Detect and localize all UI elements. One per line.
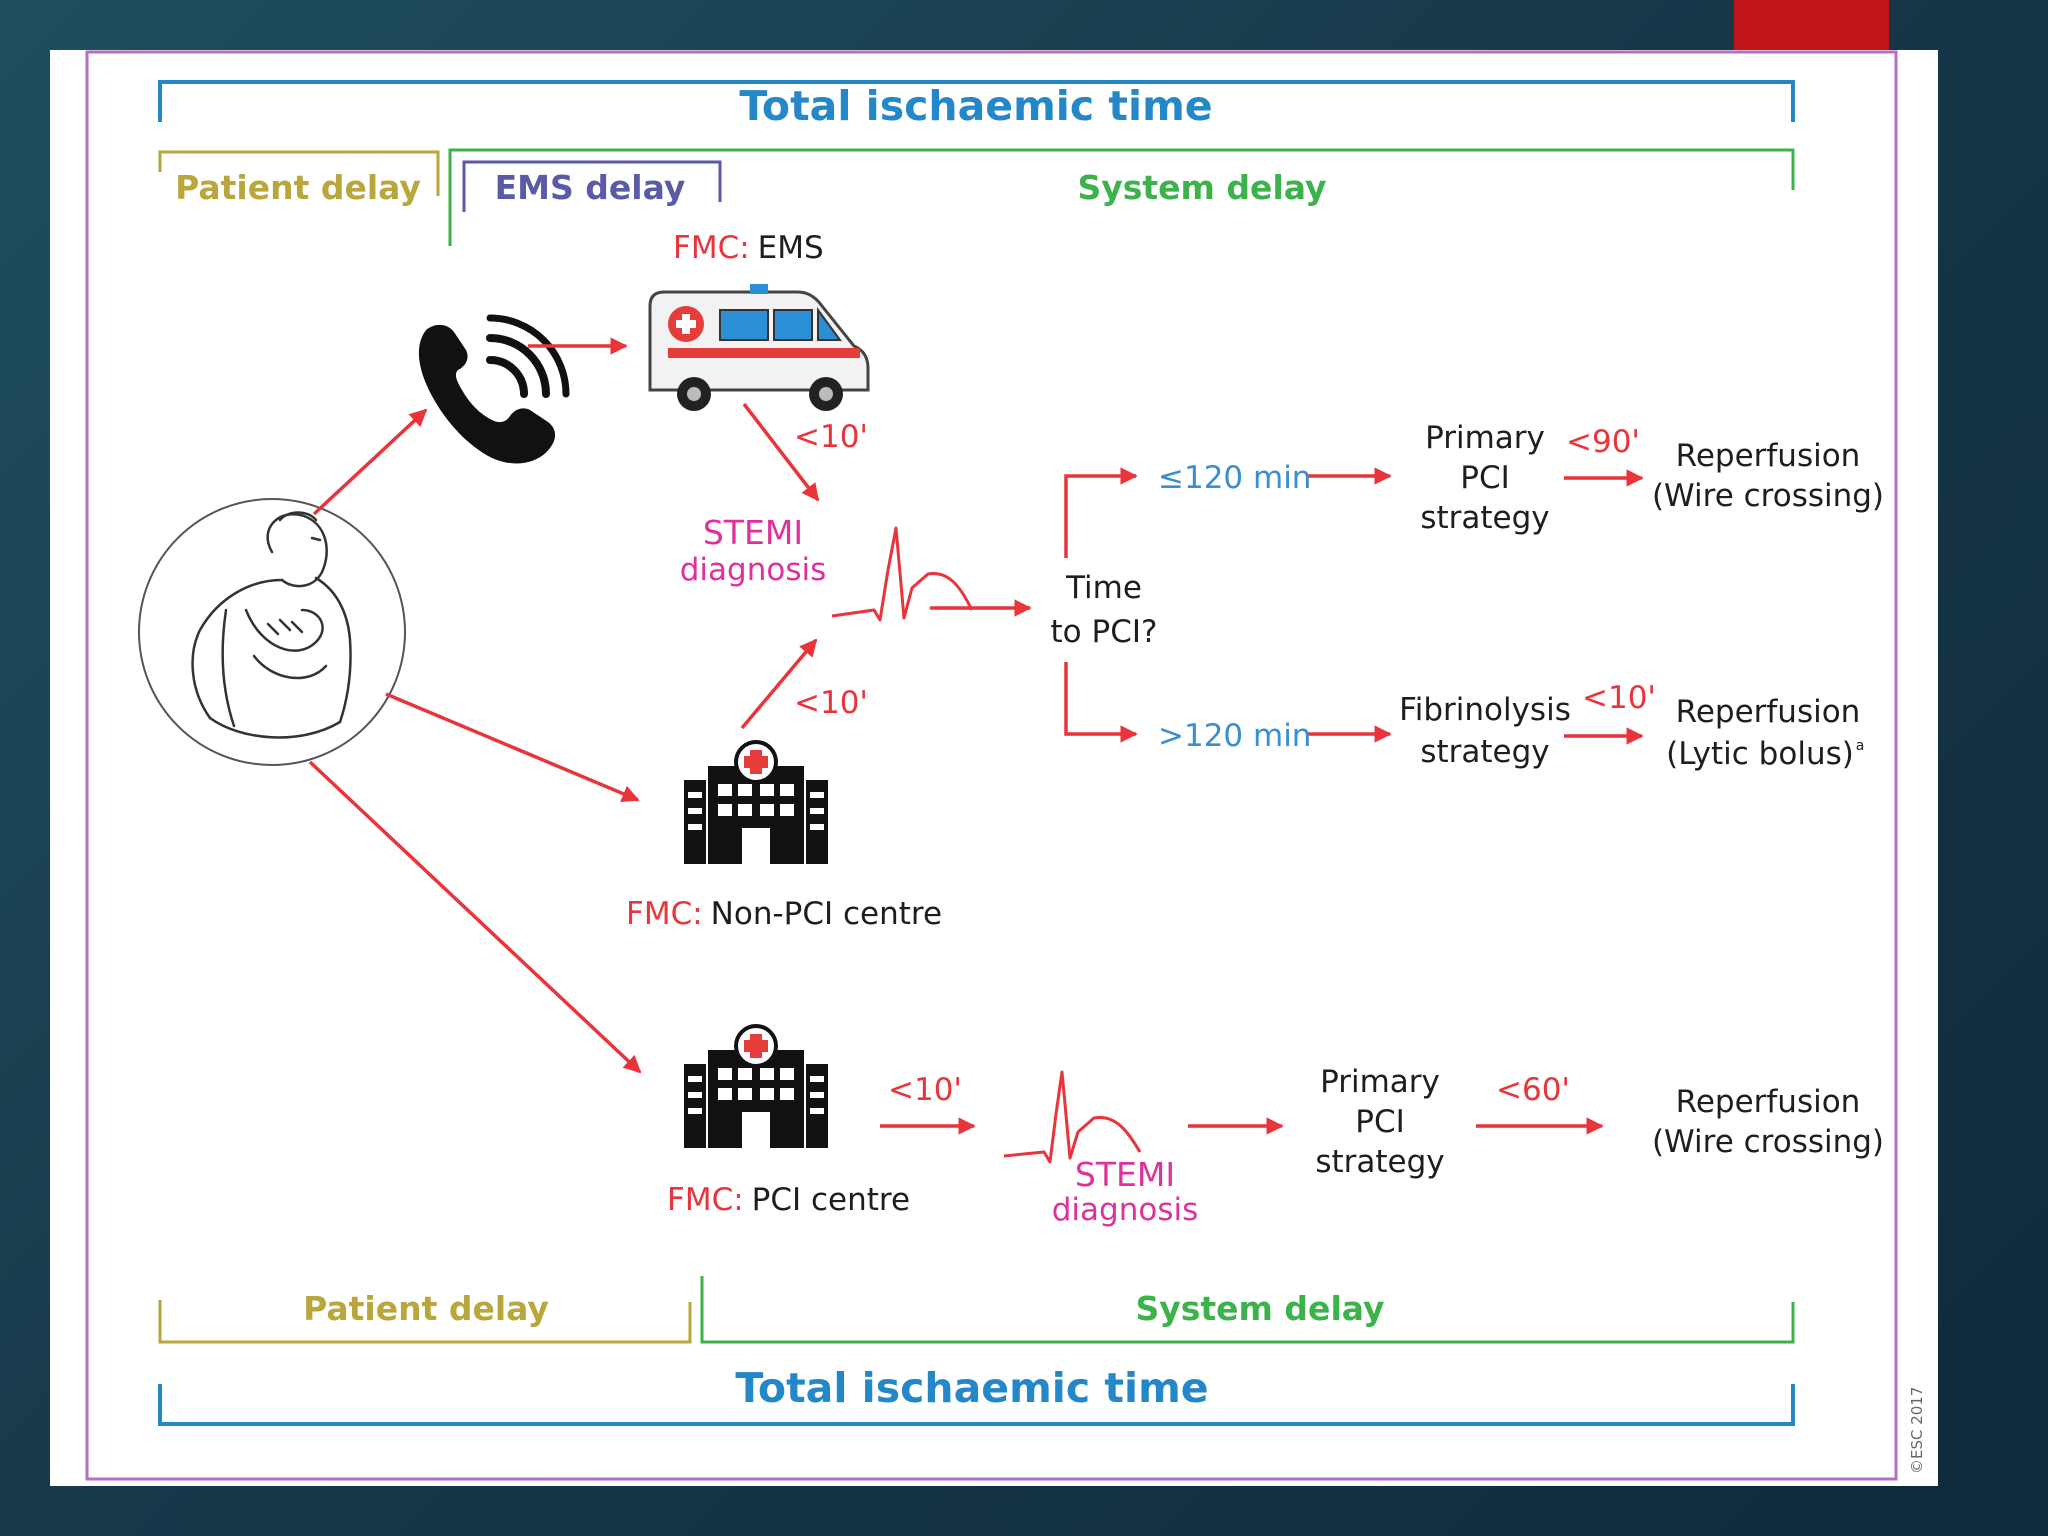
top-ems-delay-bracket: EMS delay bbox=[462, 160, 722, 212]
bottom-total-ischaemic-label: Total ischaemic time bbox=[735, 1364, 1208, 1412]
fmc-pci-prefix: FMC: bbox=[667, 1182, 744, 1218]
decision-line1: Time bbox=[1065, 570, 1142, 606]
short-branch-label: ≤120 min bbox=[1158, 460, 1311, 496]
fibrinolysis-footnote-mark: a bbox=[1856, 738, 1865, 754]
pci-centre-to-diagnosis-time: <10' bbox=[888, 1072, 962, 1108]
svg-text:Primary: Primary bbox=[1425, 420, 1545, 456]
fibrinolysis-outcome: Reperfusion (Lytic bolus) a bbox=[1666, 694, 1864, 772]
svg-text:Reperfusion: Reperfusion bbox=[1676, 694, 1861, 730]
hospital-icon-non-pci bbox=[684, 740, 828, 864]
arrow-non-pci-to-stemi bbox=[740, 638, 818, 730]
ecg-icon-upper bbox=[831, 526, 974, 622]
stemi-lower-line1: STEMI bbox=[1075, 1155, 1175, 1194]
top-patient-delay-bracket: Patient delay bbox=[158, 150, 440, 207]
phone-icon bbox=[418, 314, 570, 464]
arrow-patient-to-pci-centre bbox=[308, 760, 642, 1074]
patient-chest-pain-icon bbox=[138, 498, 406, 766]
svg-text:(Wire crossing): (Wire crossing) bbox=[1652, 1124, 1884, 1160]
stemi-upper-line1: STEMI bbox=[703, 513, 803, 552]
fmc-ems-label: FMC:EMS bbox=[673, 230, 824, 266]
svg-text:Primary: Primary bbox=[1320, 1064, 1440, 1100]
arrow-patient-to-phone bbox=[312, 408, 428, 516]
diagram-panel: Total ischaemic time Patient delay Syste… bbox=[50, 50, 1938, 1486]
top-system-delay-label: System delay bbox=[1077, 168, 1326, 207]
primary-upper-outcome: Reperfusion (Wire crossing) bbox=[1652, 438, 1884, 514]
arrow-decision-up bbox=[1064, 467, 1138, 558]
outer-frame bbox=[85, 50, 1898, 1481]
stemi-pathway-diagram: Total ischaemic time Patient delay Syste… bbox=[85, 50, 1926, 1481]
fmc-pci-name: PCI centre bbox=[752, 1182, 910, 1218]
bottom-total-ischaemic-bracket: Total ischaemic time bbox=[158, 1364, 1795, 1426]
primary-lower-outcome: Reperfusion (Wire crossing) bbox=[1652, 1084, 1884, 1160]
stemi-lower-line2: diagnosis bbox=[1052, 1192, 1199, 1228]
primary-lower-strategy: Primary PCI strategy bbox=[1315, 1064, 1444, 1180]
non-pci-to-diagnosis-time: <10' bbox=[794, 685, 868, 721]
arrow-ems-to-stemi bbox=[742, 402, 820, 502]
fmc-non-pci-label: FMC:Non-PCI centre bbox=[626, 896, 942, 932]
svg-text:PCI: PCI bbox=[1460, 460, 1509, 496]
svg-text:Reperfusion: Reperfusion bbox=[1676, 438, 1861, 474]
arrow-decision-down bbox=[1064, 662, 1138, 743]
top-ems-delay-label: EMS delay bbox=[495, 168, 686, 207]
fibrinolysis-time: <10' bbox=[1582, 680, 1656, 716]
copyright-notice: ©ESC 2017 bbox=[1908, 1387, 1926, 1474]
stemi-lower-label: STEMI diagnosis bbox=[1052, 1155, 1199, 1228]
top-total-ischaemic-bracket: Total ischaemic time bbox=[158, 80, 1795, 130]
fmc-non-pci-name: Non-PCI centre bbox=[711, 896, 942, 932]
top-total-ischaemic-label: Total ischaemic time bbox=[739, 82, 1212, 130]
stemi-upper-label: STEMI diagnosis bbox=[680, 513, 827, 588]
bottom-system-delay-label: System delay bbox=[1135, 1289, 1384, 1328]
primary-upper-time: <90' bbox=[1566, 424, 1640, 460]
svg-text:strategy: strategy bbox=[1420, 734, 1549, 770]
primary-upper-strategy: Primary PCI strategy bbox=[1420, 420, 1549, 536]
slide-accent-tab bbox=[1734, 0, 1889, 50]
ems-to-diagnosis-time: <10' bbox=[794, 419, 868, 455]
top-patient-delay-label: Patient delay bbox=[175, 168, 421, 207]
svg-text:Fibrinolysis: Fibrinolysis bbox=[1399, 692, 1571, 728]
svg-text:strategy: strategy bbox=[1315, 1144, 1444, 1180]
bottom-system-delay-bracket: System delay bbox=[700, 1276, 1795, 1344]
svg-text:PCI: PCI bbox=[1355, 1104, 1404, 1140]
primary-lower-time: <60' bbox=[1496, 1072, 1570, 1108]
ecg-icon-lower bbox=[1003, 1070, 1142, 1164]
bottom-patient-delay-bracket: Patient delay bbox=[158, 1289, 692, 1344]
ambulance-icon bbox=[648, 284, 870, 411]
fmc-ems-name: EMS bbox=[758, 230, 824, 266]
svg-text:Reperfusion: Reperfusion bbox=[1676, 1084, 1861, 1120]
time-labels: <10' <10' <90' <10' <10' <60' bbox=[794, 419, 1656, 1108]
fmc-non-pci-prefix: FMC: bbox=[626, 896, 703, 932]
svg-text:(Wire crossing): (Wire crossing) bbox=[1652, 478, 1884, 514]
decision-time-to-pci: Time to PCI? bbox=[1051, 570, 1158, 650]
decision-line2: to PCI? bbox=[1051, 614, 1158, 650]
long-branch-label: >120 min bbox=[1158, 718, 1311, 754]
svg-text:strategy: strategy bbox=[1420, 500, 1549, 536]
bottom-patient-delay-label: Patient delay bbox=[303, 1289, 549, 1328]
top-system-delay-bracket: System delay bbox=[448, 148, 1795, 246]
svg-text:(Lytic bolus): (Lytic bolus) bbox=[1666, 736, 1854, 772]
fmc-ems-prefix: FMC: bbox=[673, 230, 750, 266]
arrow-patient-to-non-pci bbox=[385, 692, 640, 802]
fmc-pci-label: FMC:PCI centre bbox=[667, 1182, 910, 1218]
stemi-upper-line2: diagnosis bbox=[680, 552, 827, 588]
hospital-icon-pci bbox=[684, 1024, 828, 1148]
fibrinolysis-strategy: Fibrinolysis strategy bbox=[1399, 692, 1571, 770]
flow-arrows bbox=[308, 337, 1644, 1135]
